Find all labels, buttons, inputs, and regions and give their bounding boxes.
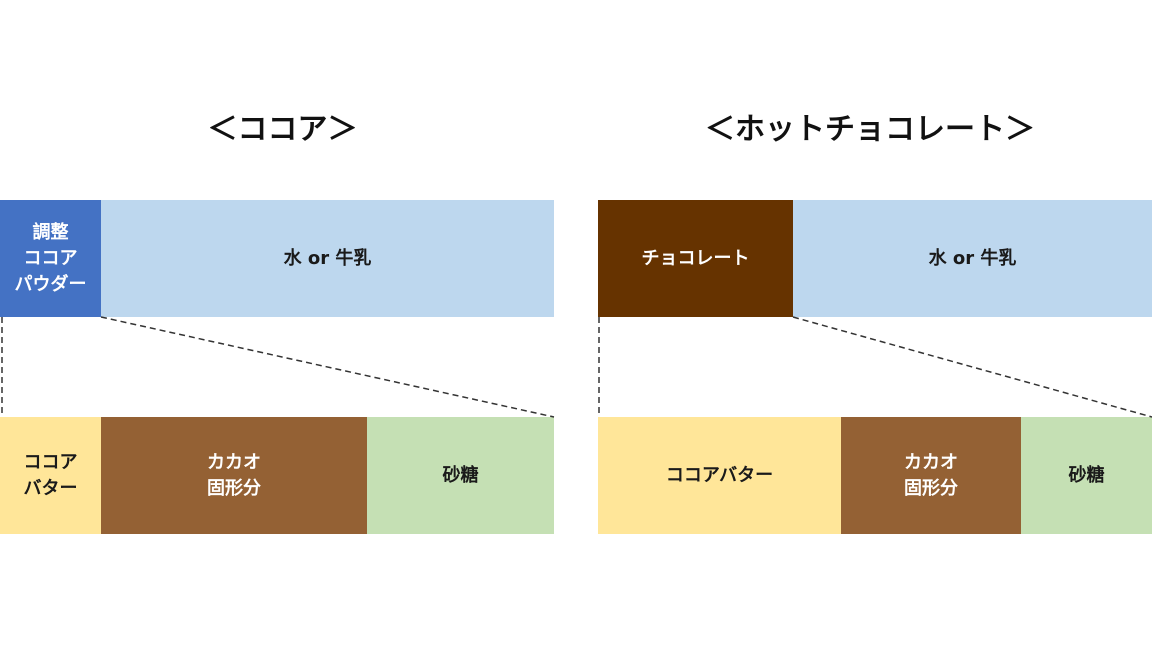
sugar-box: 砂糖 (367, 417, 554, 534)
right-connector-diagonal (792, 316, 1152, 418)
cocoa-title: ＜ココア＞ (207, 112, 358, 147)
adjusted-cocoa-powder-box: 調整 ココア パウダー (0, 200, 101, 317)
water-or-milk-box: 水 or 牛乳 (793, 200, 1152, 317)
cocoa-butter-box: ココア バター (0, 417, 101, 534)
cocoa-butter-box: ココアバター (598, 417, 841, 534)
hot-chocolate-title: ＜ホットチョコレート＞ (705, 112, 1035, 147)
cacao-solids-box: カカオ 固形分 (841, 417, 1021, 534)
sugar-box: 砂糖 (1021, 417, 1152, 534)
chocolate-box: チョコレート (598, 200, 793, 317)
left-connector-diagonal (100, 316, 555, 418)
cacao-solids-box: カカオ 固形分 (101, 417, 367, 534)
water-or-milk-box: 水 or 牛乳 (101, 200, 554, 317)
